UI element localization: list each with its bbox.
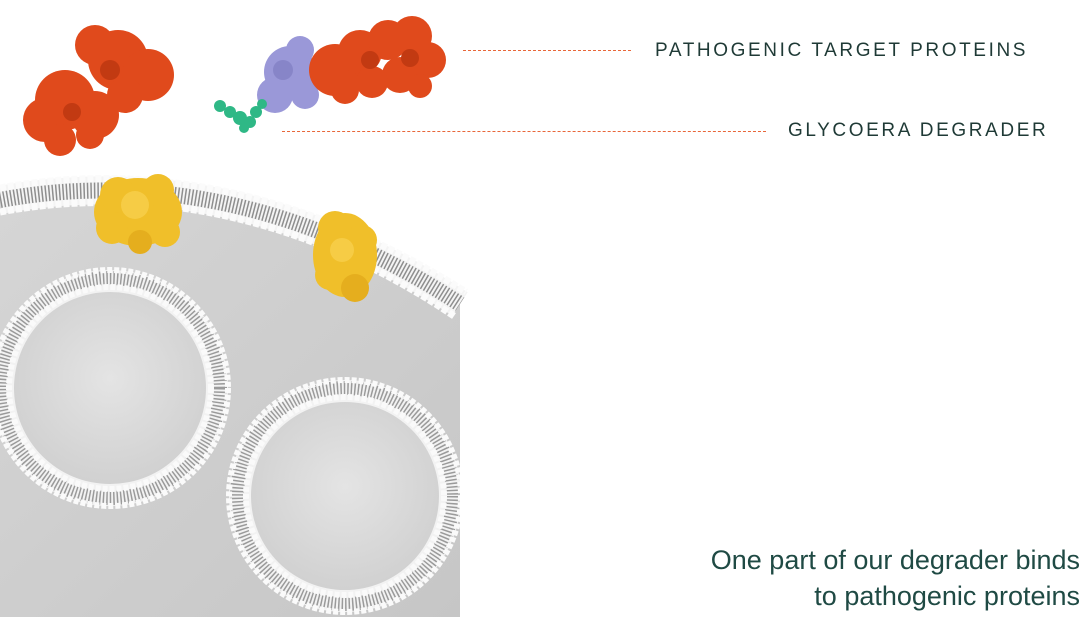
membrane-protein-left	[94, 174, 182, 254]
label-target-proteins: PATHOGENIC TARGET PROTEINS	[655, 40, 1029, 61]
target-leader-line	[463, 50, 631, 51]
label-degrader: GLYCOERA DEGRADER	[788, 120, 1049, 141]
vesicle-left	[0, 267, 231, 509]
membrane-protein-right	[313, 211, 377, 302]
target-protein-left	[23, 25, 174, 156]
caption-line-1: One part of our degrader binds	[710, 545, 1080, 575]
caption: One part of our degrader binds to pathog…	[711, 542, 1080, 614]
degrader-glycan	[214, 99, 267, 133]
degrader-complex	[214, 16, 446, 133]
cell-membrane	[0, 175, 468, 319]
degrader-domain	[257, 36, 319, 113]
vesicle-right	[226, 377, 460, 615]
cell-section	[0, 186, 460, 617]
target-protein-bound	[309, 16, 446, 104]
degrader-leader-line	[282, 131, 766, 132]
caption-line-2: to pathogenic proteins	[814, 581, 1080, 611]
